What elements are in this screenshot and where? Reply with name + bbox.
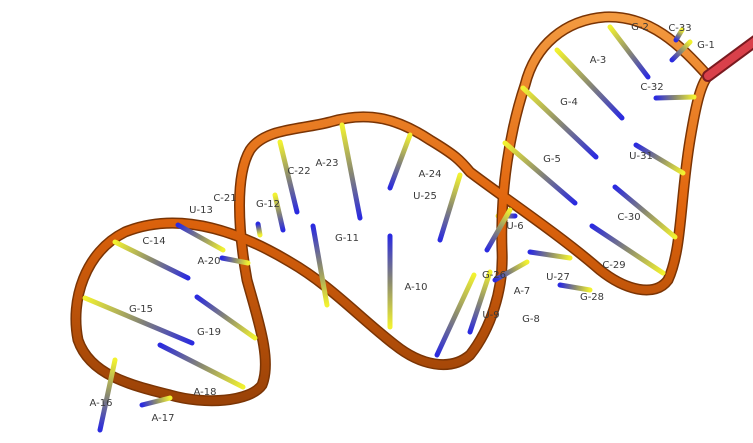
base-stick-g-1 [669, 39, 693, 63]
base-stick-c-30 [612, 184, 678, 240]
residue-label: G-5 [543, 154, 561, 165]
residue-label: G-1 [697, 40, 715, 51]
residue-label: A-24 [419, 169, 442, 180]
base-stick-g-2 [607, 24, 651, 80]
base-stick-g-8 [467, 269, 493, 335]
base-stick-a-18 [157, 342, 246, 390]
base-stick-c-33 [673, 27, 685, 43]
base-stick-a-20 [219, 255, 251, 266]
residue-label: G-8 [522, 314, 540, 325]
residue-label: G-28 [580, 292, 604, 303]
residue-label: C-22 [287, 166, 310, 177]
base-stick-a-3 [554, 47, 625, 121]
base-stick-g-28 [557, 282, 593, 293]
base-stick-a-7 [492, 259, 530, 283]
residue-label: C-32 [640, 82, 663, 93]
base-stick-g-26 [484, 207, 513, 253]
residue-label: U-25 [413, 191, 437, 202]
residue-label: C-14 [142, 236, 165, 247]
residue-label: A-7 [514, 286, 531, 297]
residue-label: A-18 [194, 387, 217, 398]
residue-label: C-30 [617, 212, 640, 223]
residue-label: U-13 [189, 205, 213, 216]
base-stick-a-24 [387, 132, 413, 191]
base-stick-g-12 [255, 221, 263, 238]
base-stick-g-19 [194, 294, 258, 341]
base-stick-g-15 [82, 295, 195, 346]
residue-label: U-9 [482, 310, 499, 321]
base-stick-c-14 [112, 239, 191, 281]
residue-label: C-29 [602, 260, 625, 271]
residue-label: A-16 [90, 398, 113, 409]
residue-label: G-12 [256, 199, 280, 210]
residue-label: G-4 [560, 97, 578, 108]
residue-label: U-6 [506, 221, 523, 232]
base-stick-c-21 [272, 192, 286, 233]
residue-label: A-23 [316, 158, 339, 169]
residue-label: U-31 [629, 151, 653, 162]
residue-label: A-20 [198, 256, 221, 267]
residue-label: U-27 [546, 272, 570, 283]
residue-label: A-17 [152, 413, 175, 424]
residue-label: G-26 [482, 270, 506, 281]
base-stick-g-4 [520, 85, 599, 160]
residue-label: G-19 [197, 327, 221, 338]
base-stick-a-23 [339, 122, 363, 221]
residue-label: G-15 [129, 304, 153, 315]
base-stick-u-13 [175, 222, 226, 253]
base-stick-u-31 [633, 142, 686, 176]
base-stick-c-29 [589, 223, 666, 276]
terminal-residue-stick-highlight [704, 37, 753, 80]
residue-label: A-3 [590, 55, 607, 66]
residue-label: C-21 [213, 193, 236, 204]
residue-label: G-11 [335, 233, 359, 244]
base-stick-g-5 [502, 140, 578, 206]
base-stick-c-22 [277, 139, 300, 215]
base-stick-u-9 [434, 272, 477, 358]
base-stick-u-25 [437, 172, 463, 243]
residue-label: G-2 [631, 22, 649, 33]
residue-label: C-33 [668, 23, 691, 34]
base-stick-a-16 [97, 357, 118, 433]
base-stick-a-17 [139, 395, 173, 408]
base-stick-c-32 [653, 94, 697, 101]
base-stick-g-11 [310, 223, 330, 308]
residue-label: A-10 [405, 282, 428, 293]
backbone-ribbon [71, 12, 712, 405]
base-stick-u-27 [527, 249, 573, 261]
